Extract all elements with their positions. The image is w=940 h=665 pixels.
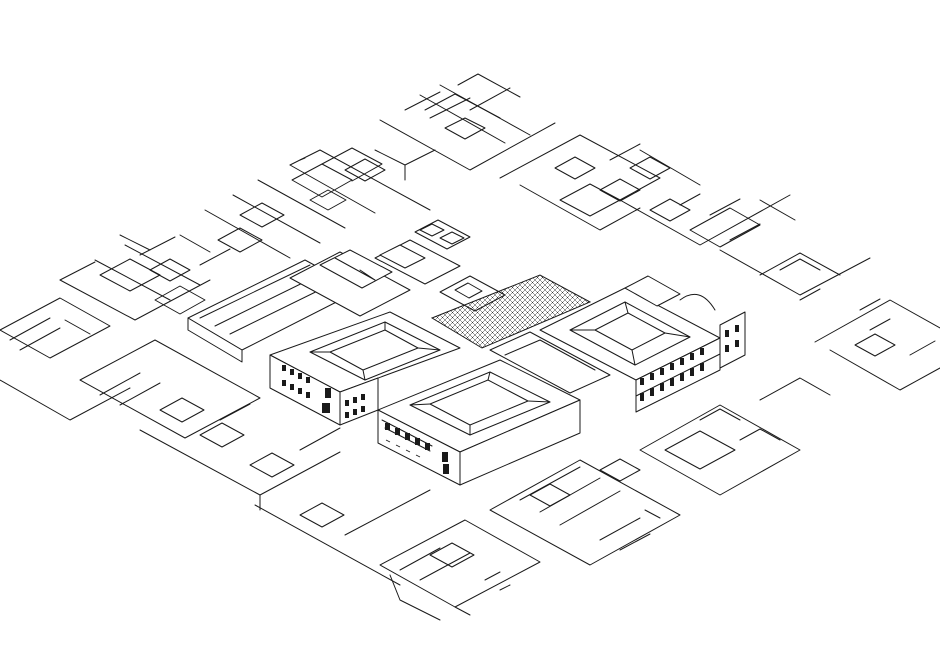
northwest-wing (289, 219, 506, 317)
block-top-center (379, 73, 556, 171)
east-central-block (377, 331, 611, 486)
block-top-left (204, 147, 436, 259)
block-left (59, 234, 231, 321)
east-central-windows (381, 419, 449, 474)
block-far-left (0, 297, 131, 421)
block-bottom-left (79, 339, 431, 586)
block-top-right (499, 134, 796, 248)
block-bottom-center (379, 519, 541, 621)
block-bottom-right (489, 377, 831, 566)
block-right (719, 249, 940, 391)
central-block (269, 311, 461, 426)
hatched-courtyard (430, 274, 592, 349)
east-block (539, 275, 746, 413)
central-windows (282, 365, 365, 418)
building-complex (187, 219, 746, 486)
east-facade-windows (635, 325, 739, 401)
surrounding-blocks (0, 73, 940, 621)
